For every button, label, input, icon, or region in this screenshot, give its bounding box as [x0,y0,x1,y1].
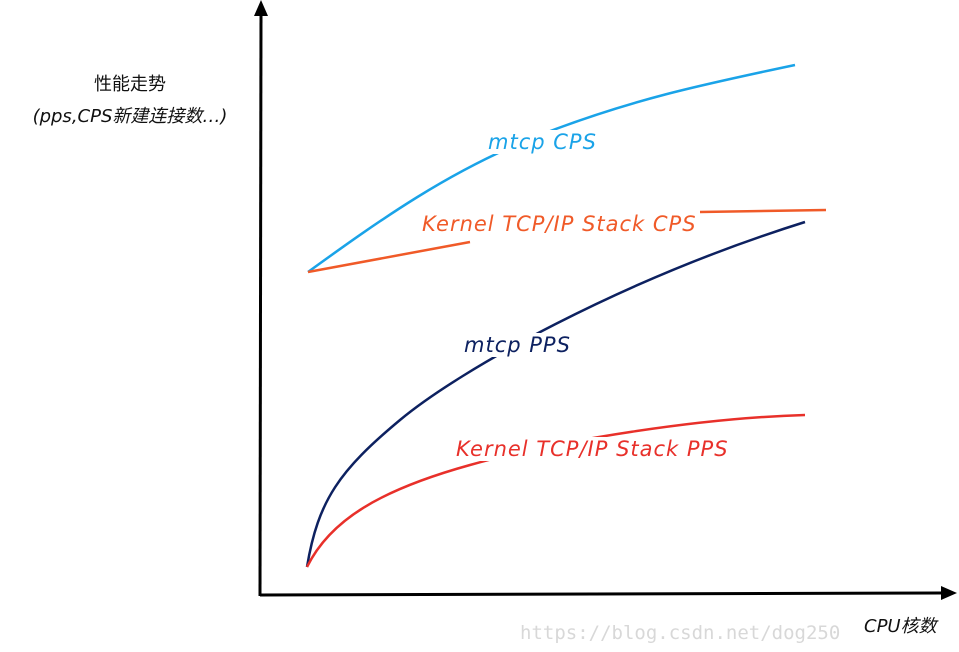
x-axis-label: CPU核数 [864,616,937,637]
label-kernel-pps: Kernel TCP/IP Stack PPS [454,437,731,461]
y-axis [258,13,263,597]
x-axis [259,591,943,597]
x-axis-arrow [941,586,957,600]
y-axis-label: 性能走势 (pps,CPS新建连接数…) [10,70,250,128]
label-mtcp-cps: mtcp CPS [486,130,599,154]
curve-mtcp-pps [305,220,806,568]
y-axis-label-line2: (pps,CPS新建连接数…) [32,106,228,127]
curve-kernel-cps [307,208,827,274]
y-axis-arrow [254,0,268,16]
watermark: https://blog.csdn.net/dog250 [520,622,841,644]
y-axis-label-line1: 性能走势 [94,74,166,95]
label-mtcp-pps: mtcp PPS [462,333,573,357]
curve-kernel-pps [305,413,806,568]
label-kernel-cps: Kernel TCP/IP Stack CPS [420,212,699,236]
curve-mtcp-cps [307,63,796,274]
